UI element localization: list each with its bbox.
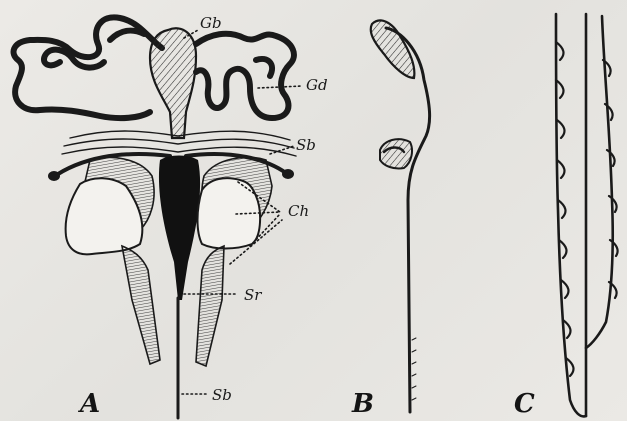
label-sb-top: Sb <box>296 136 316 154</box>
label-gd: Gd <box>306 76 328 94</box>
label-sb-bottom: Sb <box>212 386 232 404</box>
left-gland-duct <box>14 17 162 118</box>
left-plates <box>66 157 160 364</box>
sting-shaft <box>159 156 200 301</box>
gland-bulb <box>150 28 196 138</box>
panel-a-drawing: Gb Gd Sb Ch Sr Sb A <box>14 14 328 419</box>
panel-label-c: C <box>514 389 535 419</box>
label-ch: Ch <box>288 202 309 220</box>
panel-label-a: A <box>77 389 100 419</box>
right-gland-duct <box>196 34 294 118</box>
panel-label-b: B <box>351 389 374 419</box>
panel-c-drawing: C <box>514 14 618 419</box>
label-sr: Sr <box>244 286 262 304</box>
label-gb: Gb <box>200 14 222 32</box>
right-plates <box>196 157 272 366</box>
panel-b-drawing: B <box>351 20 430 419</box>
